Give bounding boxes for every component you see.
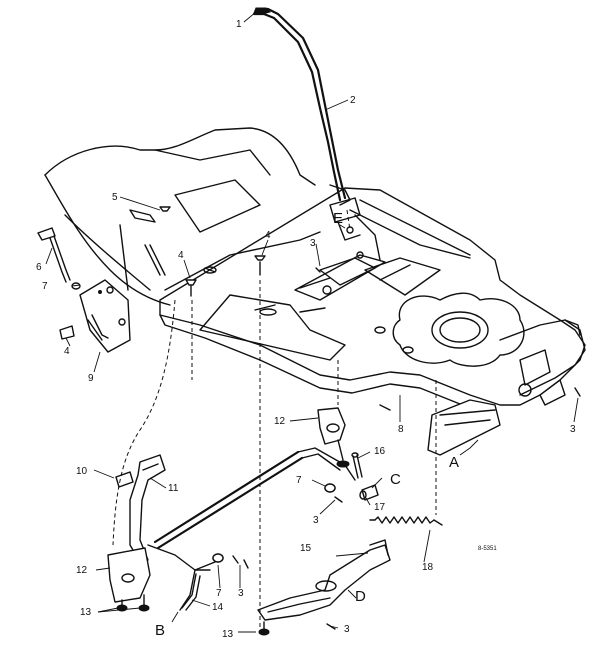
callout-12-lower: 12 <box>76 565 88 576</box>
ref-letter-a: A <box>449 454 459 471</box>
callout-4-lower: 4 <box>64 346 70 357</box>
callout-4-left: 4 <box>178 250 184 261</box>
ref-letter-c: C <box>390 471 401 488</box>
callout-12-upper: 12 <box>274 416 286 427</box>
callout-6: 6 <box>36 262 42 273</box>
callout-13-left: 13 <box>80 607 92 618</box>
callout-7-left: 7 <box>42 281 48 292</box>
pedal-bracket-left <box>37 227 131 353</box>
ref-letter-d: D <box>355 588 366 605</box>
callout-9: 9 <box>88 373 94 384</box>
callout-7-mid: 7 <box>296 475 302 486</box>
leader-lines <box>45 11 579 633</box>
callout-2: 2 <box>350 95 356 106</box>
callout-1: 1 <box>236 19 242 30</box>
callout-8: 8 <box>398 424 404 435</box>
callout-17: 17 <box>374 502 386 513</box>
callout-3-right: 3 <box>570 424 576 435</box>
callout-18: 18 <box>422 562 434 573</box>
callout-3-lower: 3 <box>238 588 244 599</box>
hidden-lines <box>112 209 437 630</box>
bracket-upper-mid <box>317 407 350 468</box>
reference-letters: A B C D E <box>155 210 459 639</box>
callout-11: 11 <box>168 483 179 494</box>
ref-letter-e: E <box>333 210 343 227</box>
lift-link <box>181 573 201 611</box>
deck-frame <box>159 187 586 456</box>
fender-body <box>44 127 316 306</box>
sector-bracket <box>299 197 376 295</box>
callout-3-top: 3 <box>310 238 316 249</box>
figure-code: 8-5351 <box>478 546 497 552</box>
spring <box>369 516 443 526</box>
callout-5: 5 <box>112 192 118 203</box>
pins-and-clips <box>232 267 581 630</box>
callout-10: 10 <box>76 466 88 477</box>
callout-15: 15 <box>300 543 312 554</box>
callout-3-bottom: 3 <box>344 624 350 635</box>
lift-plate <box>257 539 391 636</box>
fasteners-mid <box>159 206 336 563</box>
ref-letter-b: B <box>155 622 165 639</box>
callout-4-top: 4 <box>265 230 271 241</box>
callout-14: 14 <box>212 602 224 613</box>
callout-16: 16 <box>374 446 386 457</box>
callout-7-lower: 7 <box>216 588 222 599</box>
callout-13-bottom: 13 <box>222 629 234 640</box>
callout-labels: 1 2 5 4 3 4 6 7 4 9 8 3 12 10 11 16 7 17… <box>36 19 576 640</box>
bracket-lower-left <box>107 547 151 612</box>
callout-3-mid: 3 <box>313 515 319 526</box>
rockshaft <box>153 447 356 611</box>
lift-handle <box>252 7 381 261</box>
